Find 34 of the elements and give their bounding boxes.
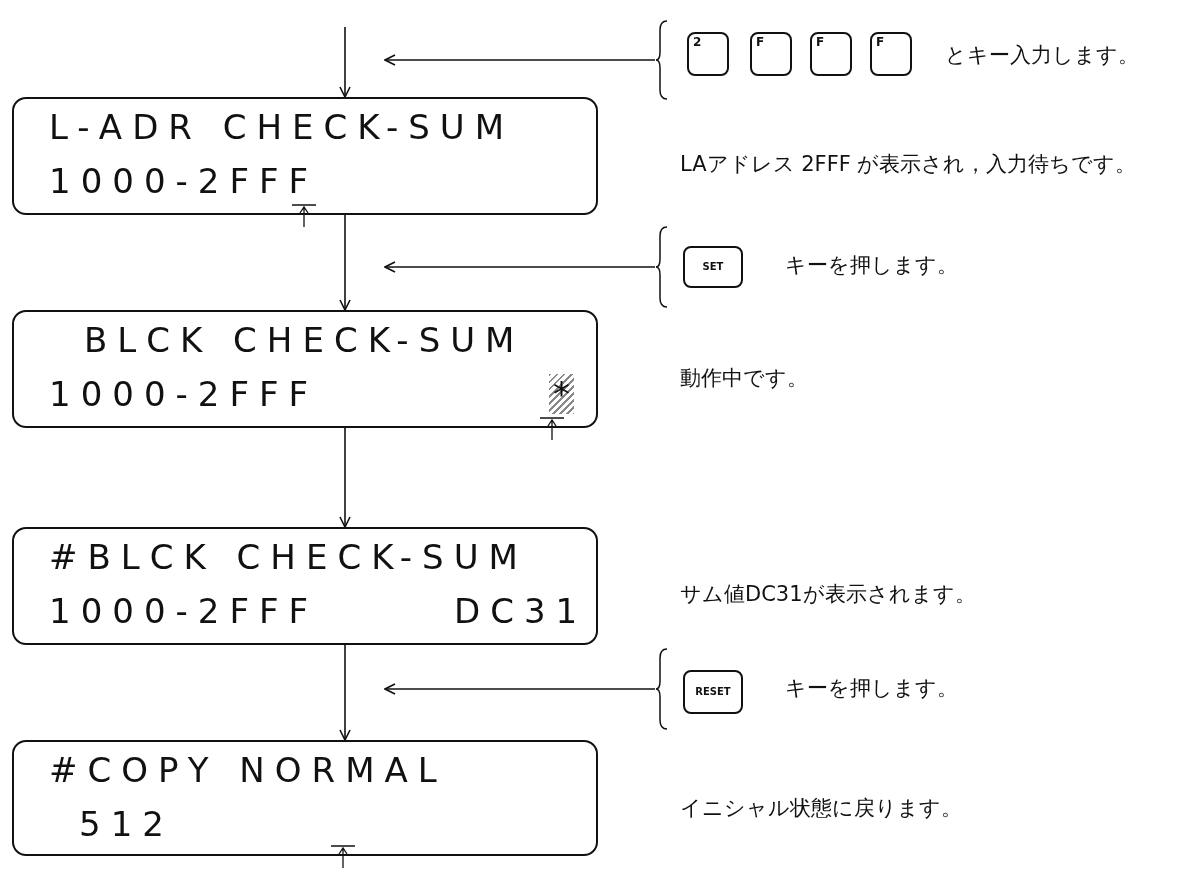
instruction-text: とキー入力します。 — [945, 42, 1139, 69]
display-text: 1000-2FFF — [49, 161, 319, 201]
display-text: 512 — [79, 804, 174, 844]
arrow — [384, 261, 656, 273]
description-text: サム値DC31が表示されます。 — [680, 581, 977, 608]
description-text: 動作中です。 — [680, 365, 809, 392]
display-text: 1000-2FFF — [49, 374, 319, 414]
arrow — [339, 427, 351, 528]
key-cap: F — [750, 32, 792, 76]
lcd-display — [12, 97, 598, 215]
key-cap: SET — [683, 246, 743, 288]
instruction-text: キーを押します。 — [785, 675, 958, 702]
lcd-display — [12, 310, 598, 428]
key-cap: 2 — [687, 32, 729, 76]
arrow — [384, 54, 656, 66]
description-text: イニシャル状態に戻ります。 — [680, 795, 963, 822]
display-text: L-ADR CHECK-SUM — [49, 107, 515, 147]
instruction-text: キーを押します。 — [785, 252, 958, 279]
arrow — [339, 26, 351, 98]
arrow — [339, 214, 351, 311]
display-text: #COPY NORMAL — [49, 750, 447, 790]
key-cap: RESET — [683, 670, 743, 714]
display-text: 1000-2FFF — [49, 591, 319, 631]
arrow — [339, 644, 351, 741]
arrow — [384, 683, 656, 695]
display-text: DC31 — [454, 591, 588, 631]
blinking-character: * — [549, 374, 574, 414]
key-cap: F — [870, 32, 912, 76]
lcd-display — [12, 740, 598, 856]
key-cap: F — [810, 32, 852, 76]
description-text: LAアドレス 2FFF が表示され，入力待ちです。 — [680, 151, 1138, 178]
lcd-display — [12, 527, 598, 645]
display-text: #BLCK CHECK-SUM — [49, 537, 528, 577]
display-text: BLCK CHECK-SUM — [84, 320, 525, 360]
